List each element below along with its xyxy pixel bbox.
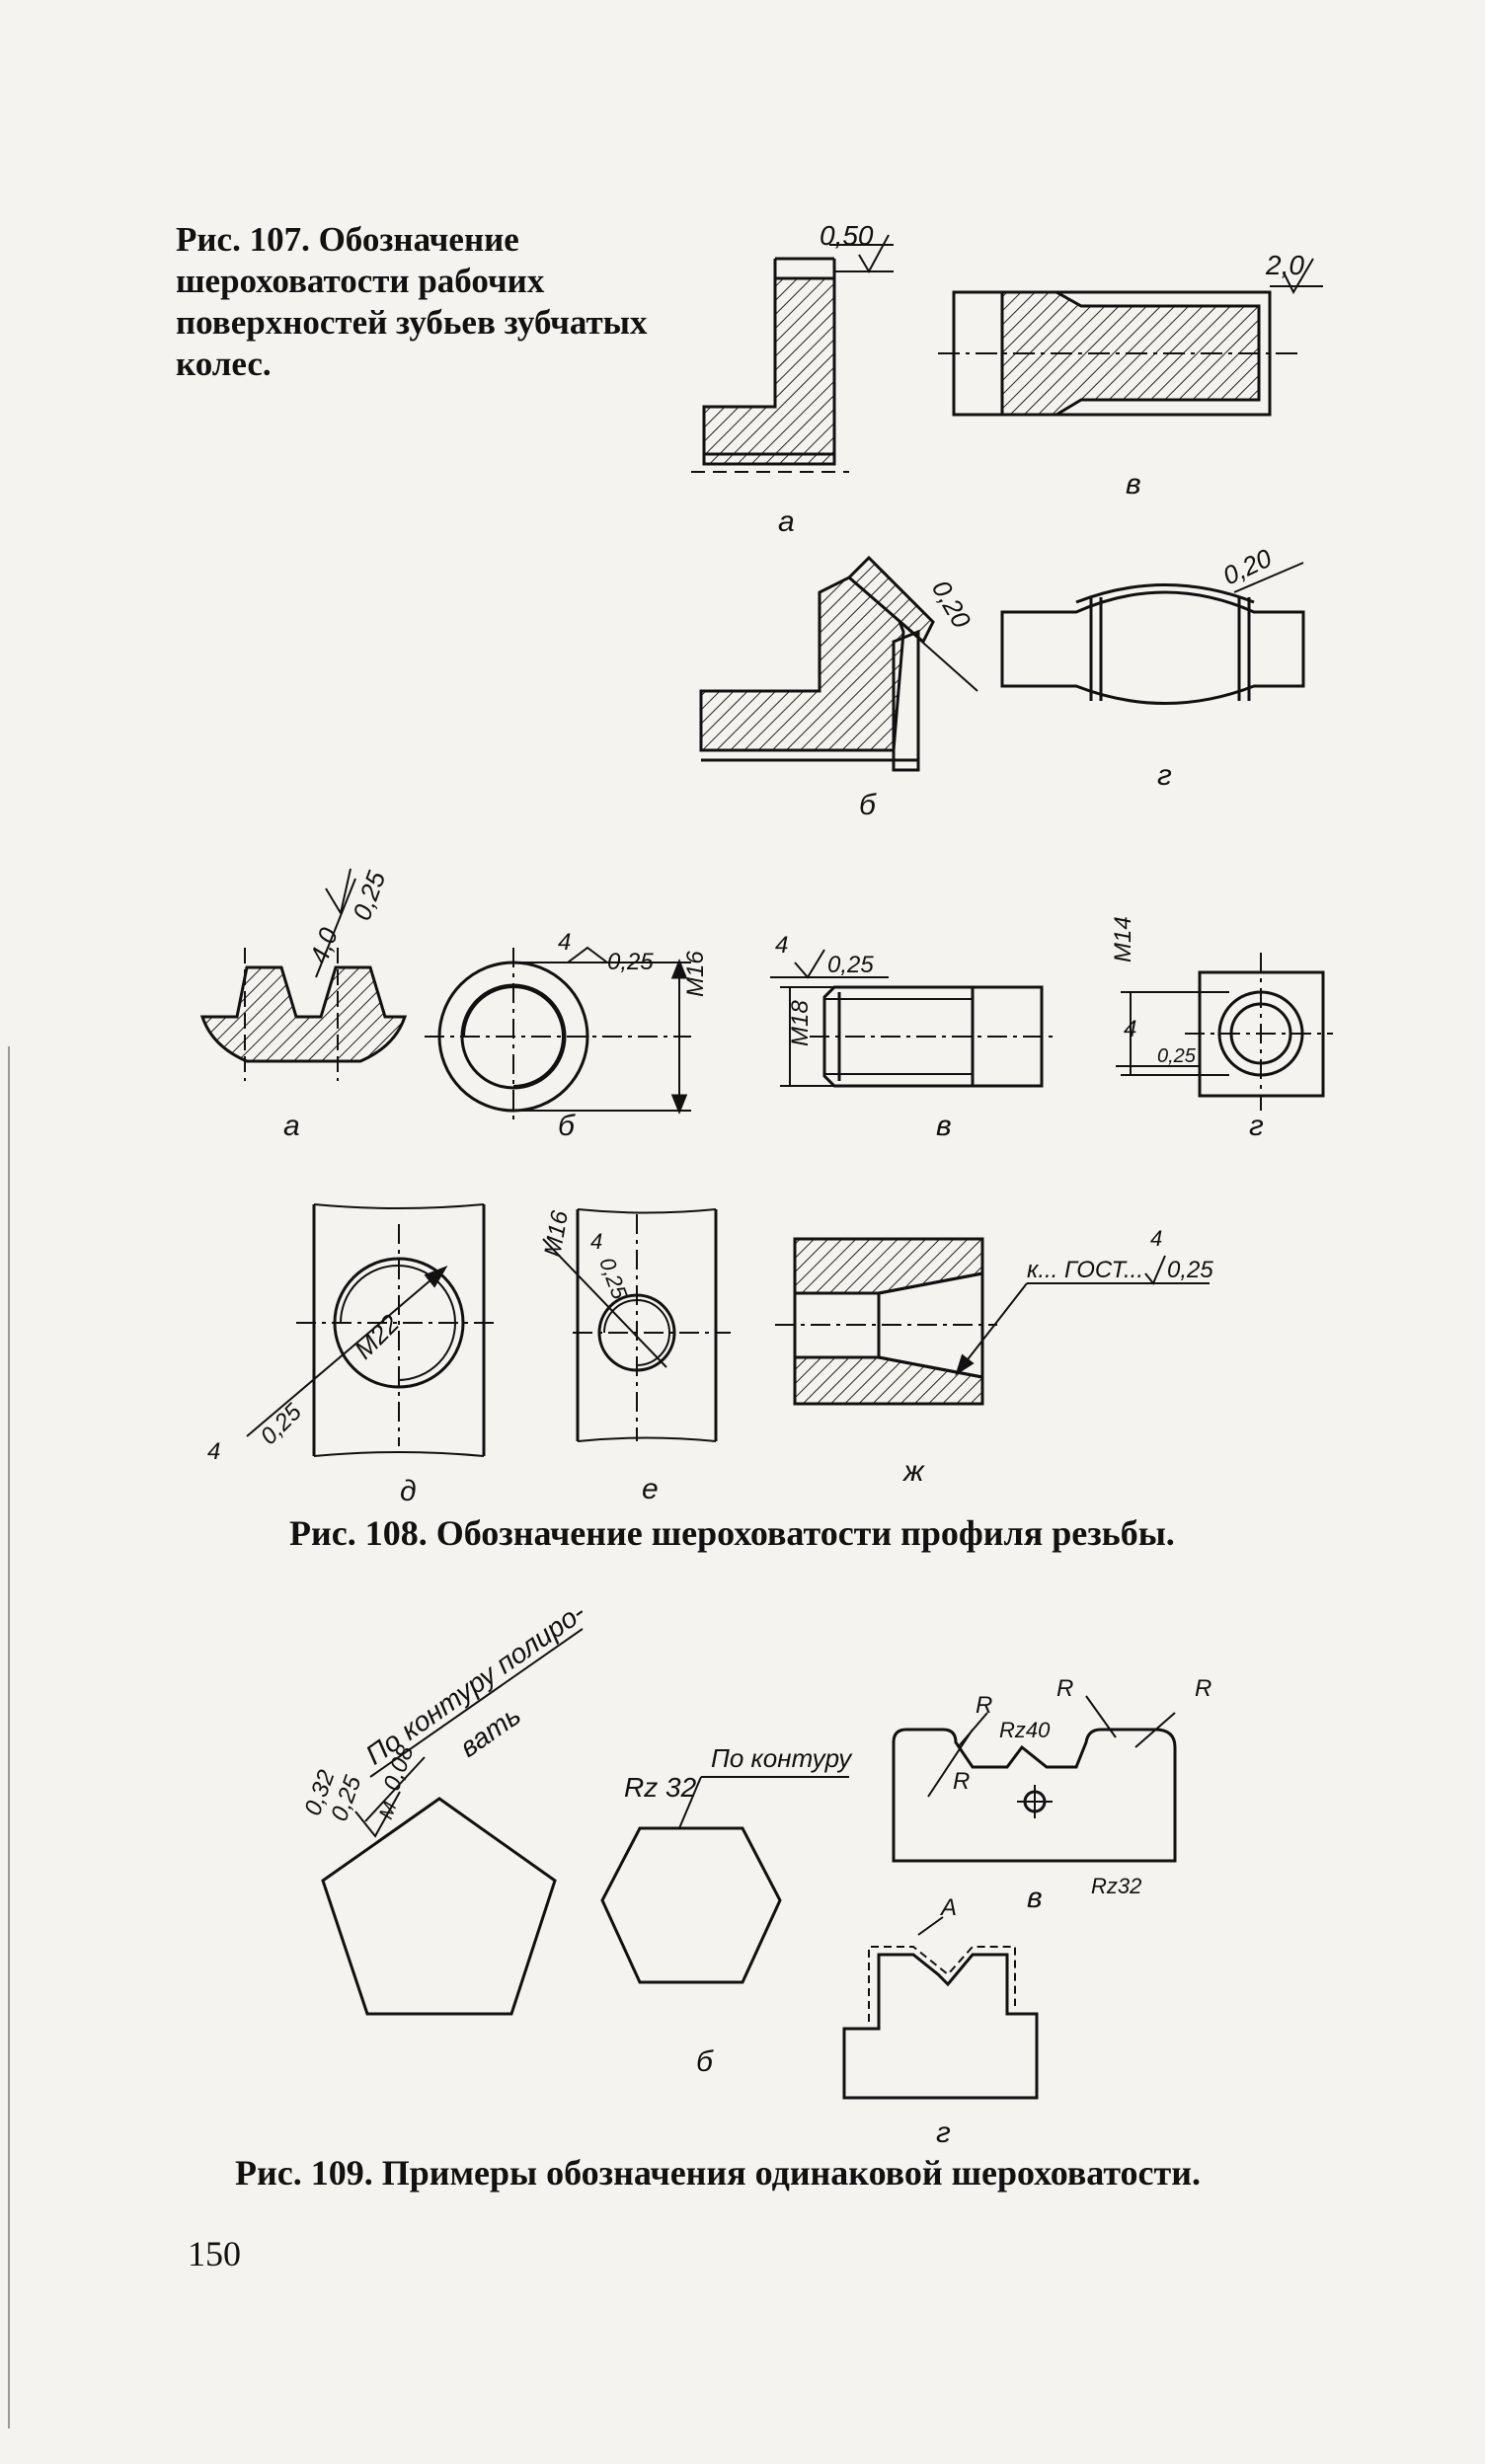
fig108-b-value: 0,25 xyxy=(607,949,654,975)
fig108-e-drawing xyxy=(542,1208,731,1442)
fig109-g-a: A xyxy=(939,1894,957,1921)
fig108-zh-value: 0,25 xyxy=(1167,1257,1213,1283)
fig107-v-drawing xyxy=(938,258,1323,417)
fig108-d-base: 4 xyxy=(207,1438,220,1465)
fig108-zh-text: к... ГОСТ... xyxy=(1027,1257,1143,1283)
fig109-v-r4: R xyxy=(953,1768,970,1795)
fig107-a-label: а xyxy=(778,505,795,538)
scan-edge-line xyxy=(8,1046,10,2428)
fig107-a-value: 0,50 xyxy=(820,220,874,251)
fig108-v-value: 0,25 xyxy=(827,952,874,978)
fig107-caption: Рис. 107. Обозначение шероховатости рабо… xyxy=(176,220,648,383)
fig108-b-thread: M16 xyxy=(682,951,709,997)
fig109-a-m: M xyxy=(375,1799,401,1821)
fig108-caption: Рис. 108. Обозначение шероховатости проф… xyxy=(289,1513,1175,1553)
fig108-b-label: б xyxy=(558,1110,576,1142)
fig108-a-drawing xyxy=(199,868,408,1081)
fig109-caption: Рис. 109. Примеры обозначения одинаковой… xyxy=(235,2153,1201,2193)
fig108-e-value: 0,25 xyxy=(594,1254,632,1303)
fig108-e-thread: M16 xyxy=(539,1208,574,1259)
fig108-g-label: г xyxy=(1249,1110,1264,1142)
fig108-v-base: 4 xyxy=(775,932,788,959)
fig107-g-value: 0,20 xyxy=(1218,543,1277,591)
fig108-d-label: д xyxy=(400,1475,417,1507)
fig109-v-r2: R xyxy=(1056,1675,1073,1702)
fig109-a-drawing xyxy=(321,1628,584,2016)
fig108-v-label: в xyxy=(936,1110,952,1142)
fig108-g-thread: M14 xyxy=(1110,916,1136,962)
fig109-v-r1: R xyxy=(976,1692,992,1719)
fig109-v-rz40: Rz40 xyxy=(999,1718,1051,1742)
fig108-e-label: е xyxy=(642,1473,659,1505)
fig109-b-rz: Rz 32 xyxy=(624,1772,697,1803)
fig108-zh-base: 4 xyxy=(1150,1226,1162,1251)
fig108-g-base: 4 xyxy=(1124,1016,1136,1042)
fig108-v-thread: M18 xyxy=(787,1000,814,1046)
fig107-b-drawing xyxy=(699,555,978,772)
fig107-a-drawing xyxy=(691,234,894,473)
fig108-a-label: а xyxy=(283,1110,300,1142)
fig108-g-value: 0,25 xyxy=(1157,1045,1197,1067)
fig109-b-drawing xyxy=(600,1776,849,1984)
fig109-v-drawing xyxy=(892,1695,1177,1863)
fig109-b-label: б xyxy=(696,2045,714,2078)
fig109-v-r3: R xyxy=(1195,1675,1211,1702)
fig108-a-value2: 0,25 xyxy=(347,867,392,924)
fig107-b-value: 0,20 xyxy=(926,576,977,634)
fig108-b-base: 4 xyxy=(558,929,571,956)
fig109-b-note: По контуру xyxy=(711,1743,853,1773)
fig108-b-drawing xyxy=(425,946,691,1125)
fig108-zh-label: ж xyxy=(901,1455,925,1488)
fig107-b-label: б xyxy=(859,789,877,821)
fig107-g-drawing xyxy=(1000,562,1305,705)
fig109-v-rz32: Rz32 xyxy=(1091,1874,1141,1898)
fig108-v-drawing xyxy=(770,949,1056,1088)
fig108-d-value: 0,25 xyxy=(256,1398,308,1450)
fig108-zh-drawing xyxy=(775,1237,1210,1406)
fig108-d-thread: M22 xyxy=(349,1308,405,1364)
fig107-v-label: в xyxy=(1126,468,1141,500)
fig108-e-base: 4 xyxy=(590,1229,602,1254)
fig108-g-drawing xyxy=(1116,953,1333,1111)
fig109-g-drawing xyxy=(842,1916,1039,2100)
fig107-v-value: 2,0 xyxy=(1265,250,1304,280)
fig107-g-label: г xyxy=(1157,759,1172,792)
page-number: 150 xyxy=(188,2234,241,2273)
fig109-v-label: в xyxy=(1027,1882,1043,1914)
fig108-d-drawing xyxy=(246,1203,499,1457)
fig109-g-label: г xyxy=(936,2117,951,2149)
